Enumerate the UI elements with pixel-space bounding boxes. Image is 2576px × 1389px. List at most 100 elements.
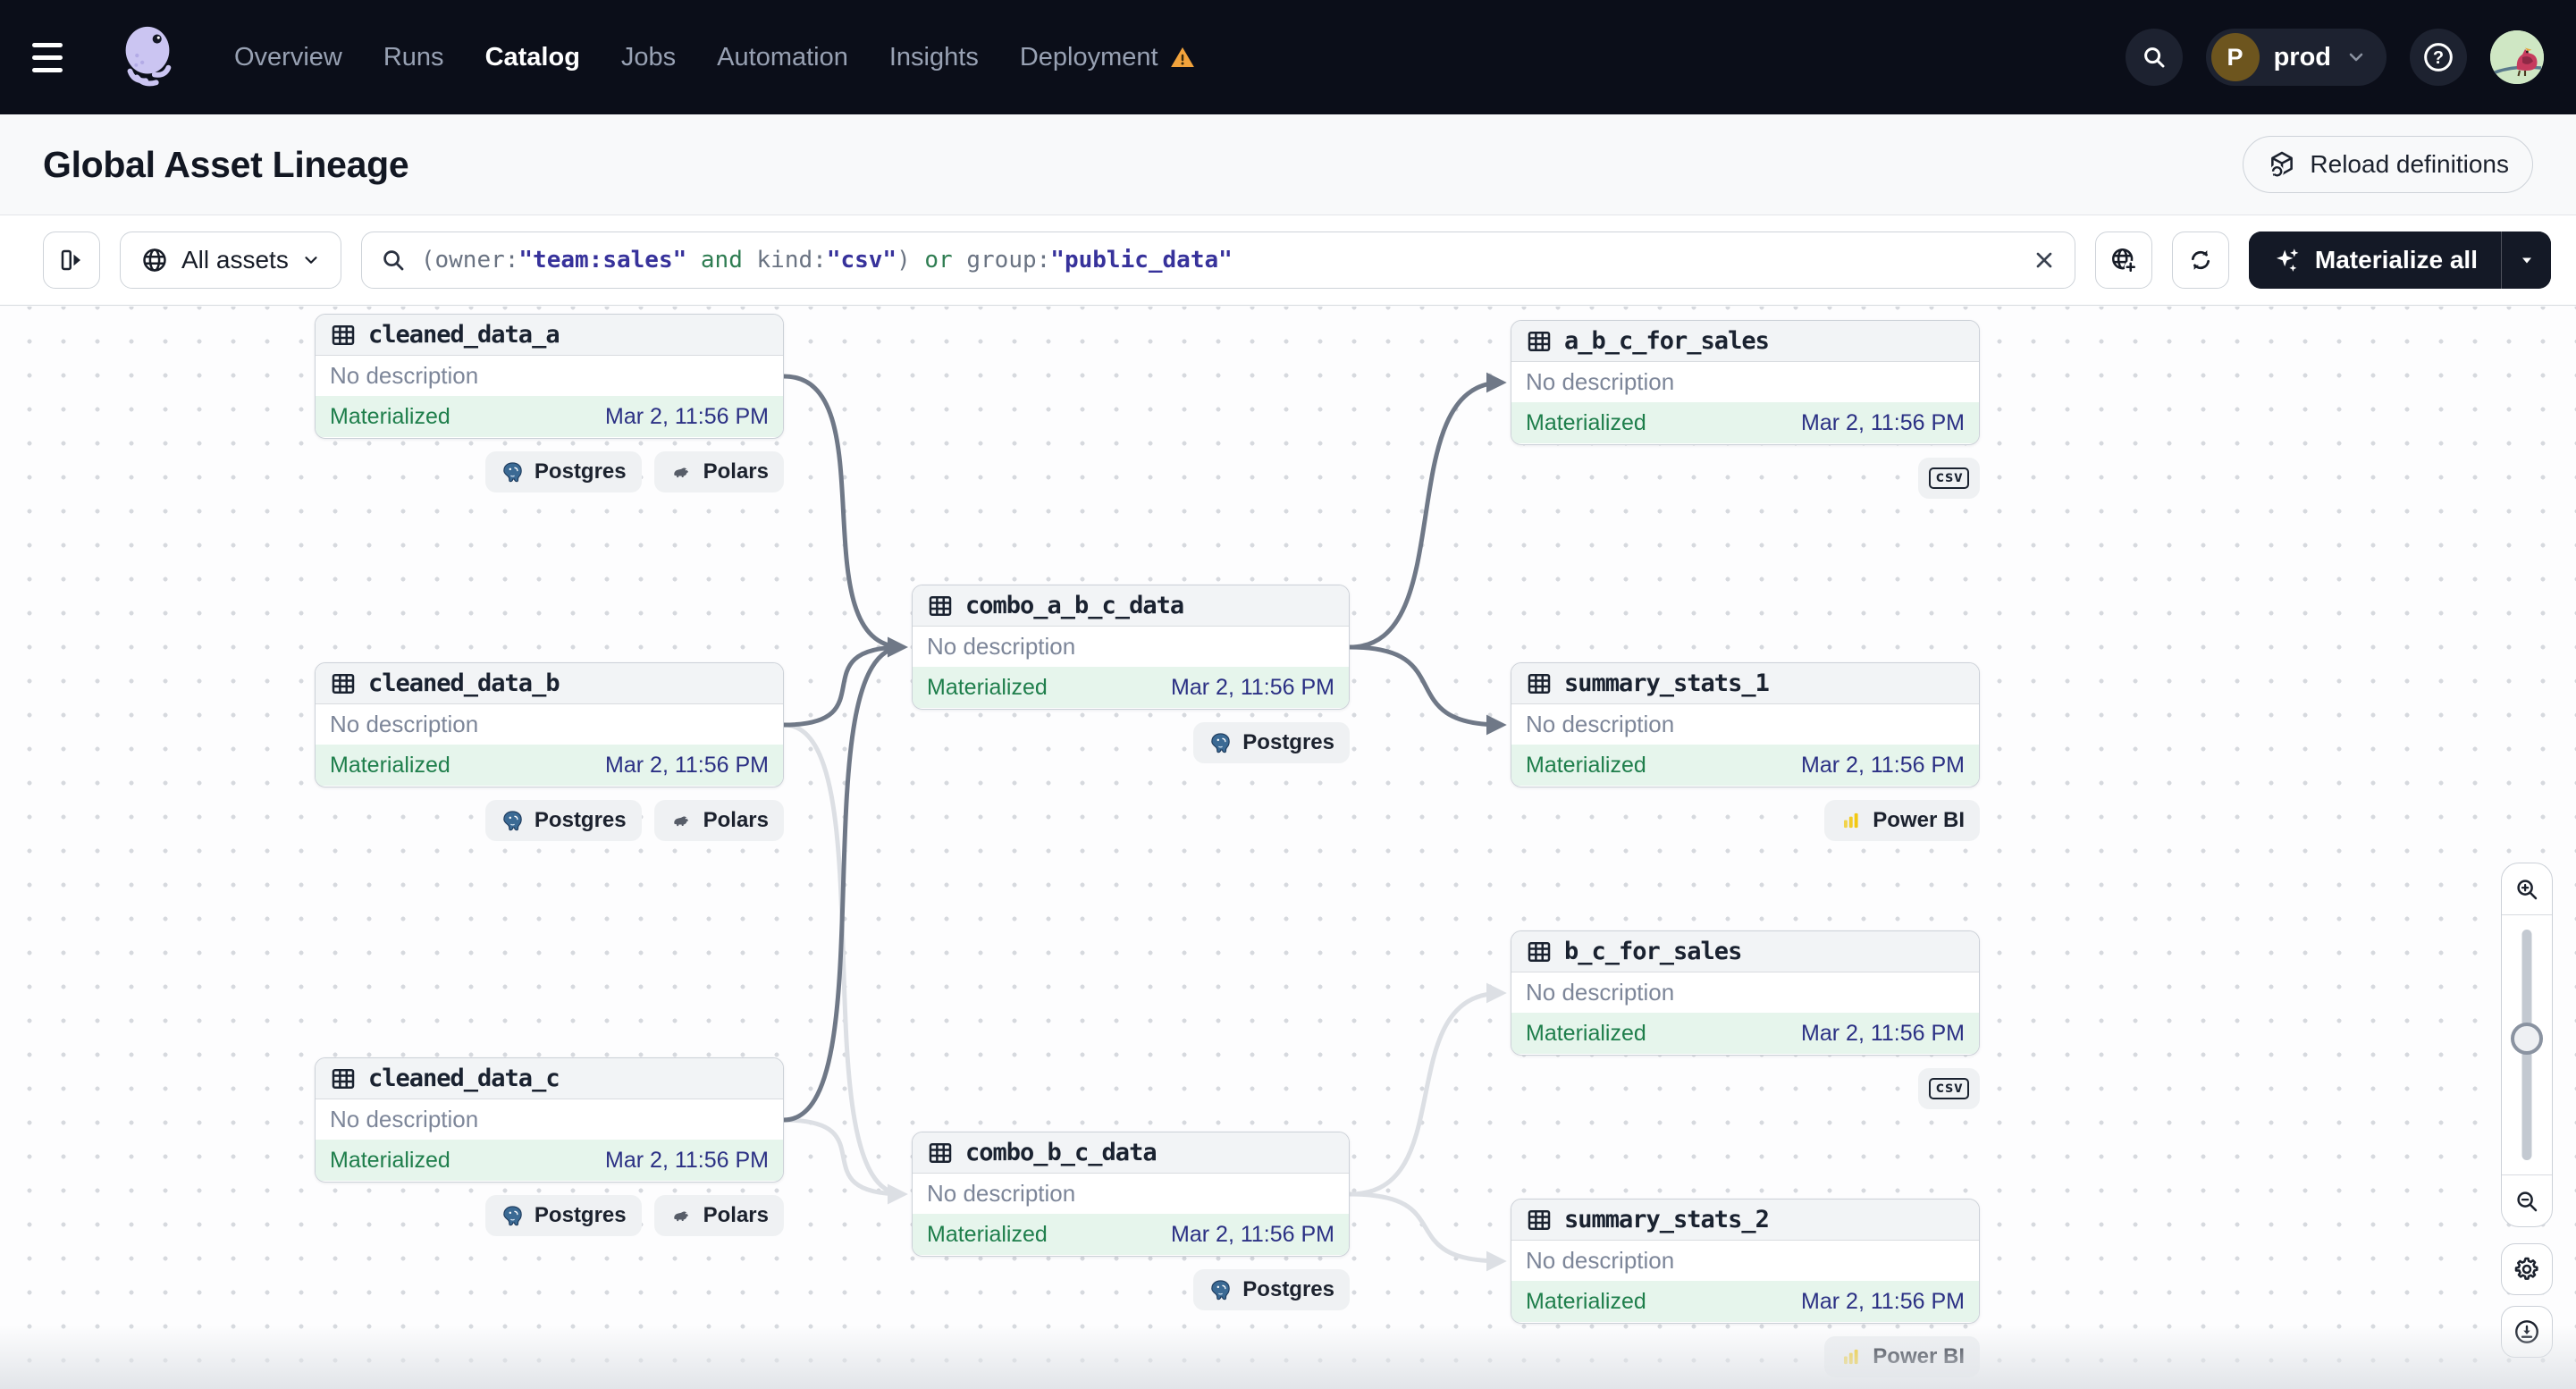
zoom-out-button[interactable]	[2502, 1174, 2552, 1226]
polars-icon	[669, 460, 694, 484]
expand-sidebar-button[interactable]	[43, 232, 100, 289]
polars-icon	[669, 1204, 694, 1228]
nav-item-deployment[interactable]: Deployment	[1020, 43, 1196, 72]
zoom-slider[interactable]	[2502, 915, 2552, 1174]
asset-node-header[interactable]: combo_a_b_c_data	[913, 585, 1349, 627]
kind-tag-powerbi[interactable]: Power BI	[1824, 800, 1980, 841]
search-icon	[383, 250, 404, 271]
asset-node-header[interactable]: cleaned_data_b	[316, 663, 783, 704]
materialization-timestamp[interactable]: Mar 2, 11:56 PM	[1801, 752, 1965, 778]
status-badge: Materialized	[927, 1221, 1048, 1247]
nav-item-label: Runs	[383, 42, 444, 72]
materialize-options-caret[interactable]	[2501, 232, 2551, 289]
search-button[interactable]	[2125, 29, 2183, 86]
kind-tag-postgres[interactable]: Postgres	[1193, 722, 1350, 763]
edge-cleaned_data_c-to-combo_a_b_c_data	[781, 636, 908, 1123]
settings-button[interactable]	[2501, 1243, 2553, 1295]
asset-node-header[interactable]: combo_b_c_data	[913, 1132, 1349, 1174]
nav-items: Overview Runs Catalog Jobs Automation Insight…	[234, 43, 1196, 72]
materialization-timestamp[interactable]: Mar 2, 11:56 PM	[1171, 1221, 1334, 1247]
materialization-timestamp[interactable]: Mar 2, 11:56 PM	[605, 1147, 769, 1173]
octopus-logo-icon	[125, 26, 172, 87]
query-segment-field: group:	[966, 247, 1051, 274]
materialize-all-button[interactable]: Materialize all	[2248, 232, 2501, 289]
asset-node-header[interactable]: a_b_c_for_sales	[1511, 321, 1979, 362]
materialization-timestamp[interactable]: Mar 2, 11:56 PM	[1801, 409, 1965, 435]
nav-item-automation[interactable]: Automation	[717, 43, 848, 72]
clear-search-icon[interactable]	[2032, 248, 2057, 273]
kind-tag-polars[interactable]: Polars	[653, 451, 784, 492]
top-nav: Overview Runs Catalog Jobs Automation Insight…	[0, 0, 2576, 114]
kind-tag-label: Power BI	[1873, 808, 1965, 832]
asset-tags-row: Postgres Polars	[315, 451, 784, 492]
zoom-slider-thumb[interactable]	[2511, 1023, 2543, 1055]
download-button[interactable]	[2501, 1306, 2553, 1358]
status-badge: Materialized	[1526, 752, 1646, 778]
asset-groups-button[interactable]	[2094, 232, 2152, 289]
asset-tags-row: Postgres Polars	[315, 800, 784, 841]
asset-node-header[interactable]: summary_stats_1	[1511, 663, 1979, 704]
powerbi-icon	[1839, 809, 1863, 832]
asset-node-header[interactable]: summary_stats_2	[1511, 1200, 1979, 1241]
materialization-timestamp[interactable]: Mar 2, 11:56 PM	[1171, 674, 1334, 700]
materialization-timestamp[interactable]: Mar 2, 11:56 PM	[1801, 1020, 1965, 1046]
asset-name: a_b_c_for_sales	[1564, 327, 1770, 355]
materialization-timestamp[interactable]: Mar 2, 11:56 PM	[605, 752, 769, 778]
nav-item-catalog[interactable]: Catalog	[485, 43, 580, 72]
asset-description: No description	[1526, 1247, 1675, 1274]
kind-tag-label: Postgres	[1242, 730, 1334, 754]
kind-tag-polars[interactable]: Polars	[653, 1195, 784, 1236]
nav-right: P prod ?	[2125, 29, 2544, 86]
nav-item-jobs[interactable]: Jobs	[621, 43, 676, 72]
kind-tag-postgres[interactable]: Postgres	[484, 451, 642, 492]
kind-tag-polars[interactable]: Polars	[653, 800, 784, 841]
asset-node-header[interactable]: cleaned_data_c	[316, 1058, 783, 1099]
kind-tag-label: Postgres	[1242, 1277, 1334, 1301]
asset-node-header[interactable]: cleaned_data_a	[316, 315, 783, 356]
edge-combo_b_c_data-to-b_c_for_sales	[1347, 982, 1507, 1197]
user-avatar[interactable]	[2490, 30, 2544, 84]
dagster-logo[interactable]	[113, 22, 182, 92]
nav-item-overview[interactable]: Overview	[234, 43, 342, 72]
menu-icon[interactable]	[32, 32, 82, 82]
search-query-text[interactable]: (owner:"team:sales" and kind:"csv") or g…	[421, 247, 2017, 274]
help-button[interactable]: ?	[2410, 29, 2467, 86]
kind-tag-csv[interactable]: csv	[1918, 1068, 1980, 1109]
deployment-switcher[interactable]: P prod	[2205, 29, 2387, 86]
kind-tag-csv[interactable]: csv	[1918, 458, 1980, 499]
asset-search-input[interactable]: (owner:"team:sales" and kind:"csv") or g…	[360, 232, 2075, 289]
kind-tag-postgres[interactable]: Postgres	[1193, 1269, 1350, 1310]
asset-scope-dropdown[interactable]: All assets	[120, 232, 341, 289]
zoom-in-button[interactable]	[2502, 863, 2552, 915]
nav-item-runs[interactable]: Runs	[383, 43, 444, 72]
nav-item-label: Overview	[234, 42, 342, 72]
kind-tag-postgres[interactable]: Postgres	[484, 800, 642, 841]
reload-definitions-button[interactable]: Reload definitions	[2243, 136, 2533, 193]
lineage-graph[interactable]: cleaned_data_a No description Materialized…	[0, 307, 2576, 1389]
asset-node-header[interactable]: b_c_for_sales	[1511, 931, 1979, 972]
asset-tags-row: Postgres Polars	[315, 1195, 784, 1236]
kind-tag-postgres[interactable]: Postgres	[484, 1195, 642, 1236]
status-badge: Materialized	[1526, 1020, 1646, 1046]
lineage-toolbar: All assets (owner:"team:sales" and kind:…	[0, 215, 2576, 306]
kind-tag-powerbi[interactable]: Power BI	[1824, 1336, 1980, 1377]
nav-item-insights[interactable]: Insights	[889, 43, 979, 72]
asset-name: combo_b_c_data	[965, 1139, 1158, 1166]
refresh-button[interactable]	[2171, 232, 2229, 289]
asset-name: cleaned_data_a	[368, 321, 560, 349]
materialization-timestamp[interactable]: Mar 2, 11:56 PM	[1801, 1288, 1965, 1314]
edge-combo_a_b_c_data-to-a_b_c_for_sales	[1347, 372, 1507, 650]
query-segment-field: )	[897, 247, 911, 274]
materialization-timestamp[interactable]: Mar 2, 11:56 PM	[605, 403, 769, 429]
page-header: Global Asset Lineage Reload definitions	[0, 114, 2576, 215]
